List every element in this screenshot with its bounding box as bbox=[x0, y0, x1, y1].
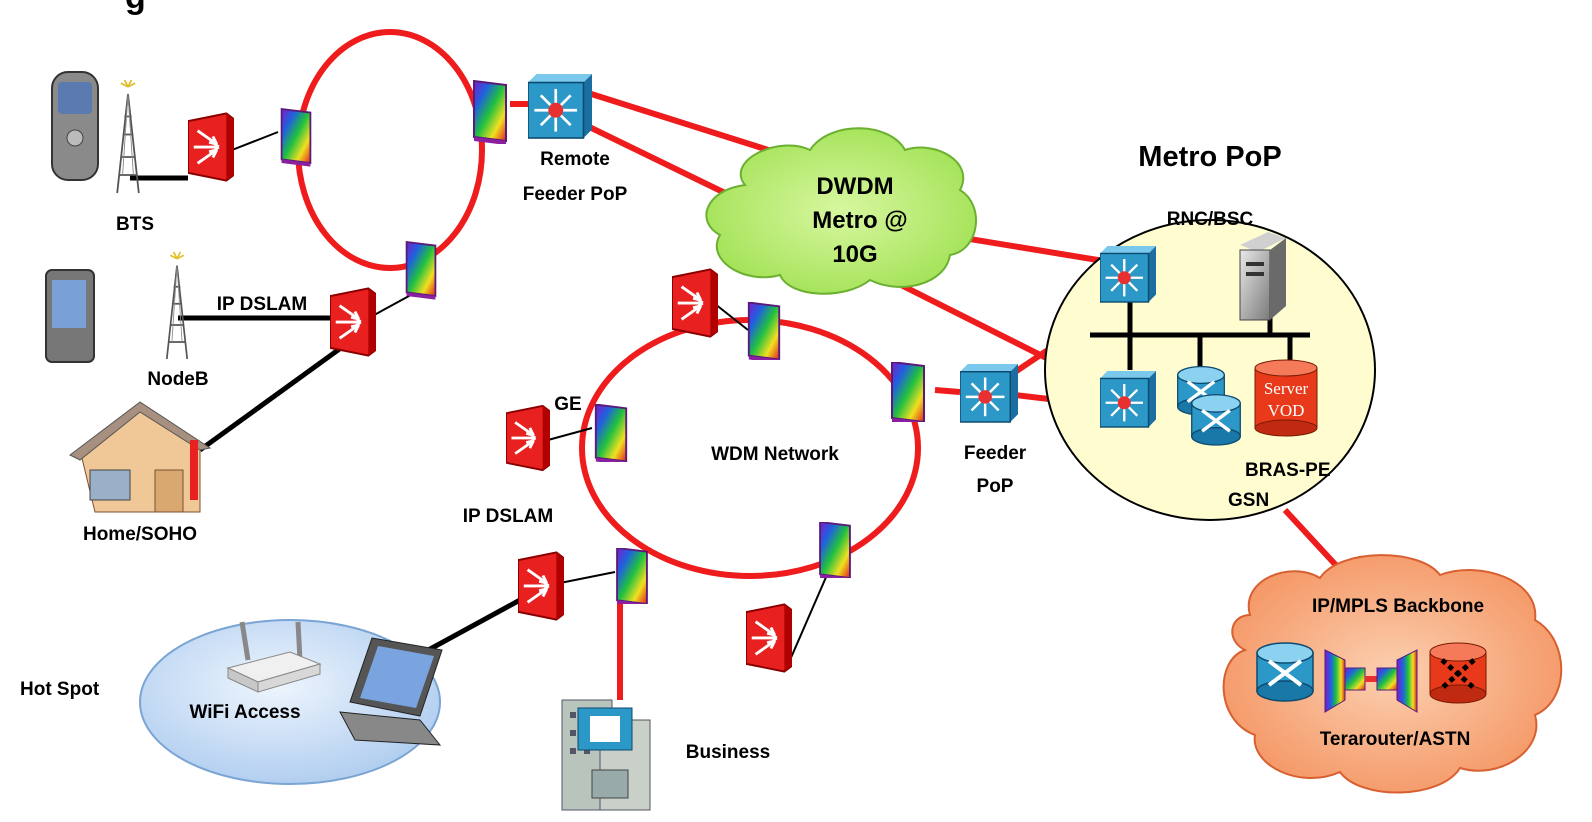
ge-label: GE bbox=[554, 394, 581, 415]
wdm-adm-bottom-right bbox=[819, 522, 851, 578]
laptop-icon bbox=[339, 637, 443, 746]
bras-pe-label: BRAS-PE bbox=[1245, 460, 1331, 481]
wdm-adm-right bbox=[891, 362, 925, 422]
upper-ring-adm-right bbox=[472, 79, 508, 144]
nodeb-label: NodeB bbox=[147, 369, 208, 390]
wifi-router-icon bbox=[226, 621, 322, 693]
wdm-adm-top bbox=[747, 302, 781, 360]
ip-dslam-left-label: IP DSLAM bbox=[463, 506, 553, 527]
business-label: Business bbox=[686, 742, 770, 763]
metro-switch-top bbox=[1100, 245, 1156, 303]
bts-label: BTS bbox=[116, 214, 154, 235]
remote-feeder-switch bbox=[528, 72, 592, 140]
dwdm-label-3: 10G bbox=[832, 241, 877, 268]
access-ring-upper bbox=[295, 29, 485, 271]
feeder-pop-switch bbox=[960, 362, 1018, 424]
vod-label: VOD bbox=[1268, 401, 1305, 420]
wifi-label: WiFi Access bbox=[189, 702, 300, 723]
astn-router-icon bbox=[1429, 642, 1487, 704]
wdm-dslam-bottom bbox=[746, 602, 792, 674]
house-icon bbox=[69, 401, 212, 513]
nodeb-dslam-icon bbox=[330, 286, 376, 358]
upper-ring-adm-left bbox=[280, 107, 312, 167]
vod-server-icon bbox=[1254, 359, 1318, 437]
cellphone-icon bbox=[51, 71, 99, 181]
backbone-top-label: IP/MPLS Backbone bbox=[1312, 596, 1484, 617]
wdm-dslam-ge bbox=[506, 404, 550, 472]
wdm-adm-bottom-left bbox=[616, 548, 648, 604]
wdm-dslam-top bbox=[672, 268, 718, 338]
metro-pop-label: Metro PoP bbox=[1138, 141, 1281, 173]
bras-router-front bbox=[1190, 392, 1242, 446]
dwdm-label-2: Metro @ bbox=[812, 207, 907, 234]
metro-switch-bottom bbox=[1100, 370, 1156, 428]
wdm-adm-ge bbox=[594, 404, 628, 462]
backbone-router-icon bbox=[1257, 643, 1313, 701]
wdm-dslam-left bbox=[518, 550, 564, 622]
home-soho-label: Home/SOHO bbox=[83, 524, 197, 545]
gsn-label: GSN bbox=[1228, 490, 1269, 511]
upper-ring-adm-bottom bbox=[405, 240, 437, 300]
rnc-bsc-label: RNC/BSC bbox=[1167, 209, 1254, 230]
remote-feeder-label-1: Remote bbox=[540, 149, 610, 170]
feeder-label-2: PoP bbox=[977, 476, 1014, 497]
black-thick-links bbox=[130, 175, 522, 663]
dwdm-cloud bbox=[705, 127, 977, 295]
remote-feeder-label-2: Feeder PoP bbox=[523, 184, 628, 205]
server-label: Server bbox=[1264, 379, 1309, 398]
ip-dslam-top-label: IP DSLAM bbox=[217, 294, 307, 315]
hot-spot-label: Hot Spot bbox=[20, 679, 100, 700]
dwdm-label-1: DWDM bbox=[816, 173, 893, 200]
business-building-icon bbox=[561, 699, 651, 811]
title-fragment: g bbox=[125, 0, 146, 16]
server-tower-icon bbox=[1239, 232, 1286, 321]
feeder-label-1: Feeder bbox=[964, 443, 1027, 464]
pda-icon bbox=[45, 269, 95, 363]
wdm-network-label: WDM Network bbox=[711, 444, 839, 465]
backbone-bottom-label: Terarouter/ASTN bbox=[1320, 729, 1471, 750]
nodeb-tower-icon bbox=[165, 252, 189, 360]
terarouter-mux-icon bbox=[1324, 649, 1418, 713]
bts-dslam-icon bbox=[188, 111, 234, 183]
